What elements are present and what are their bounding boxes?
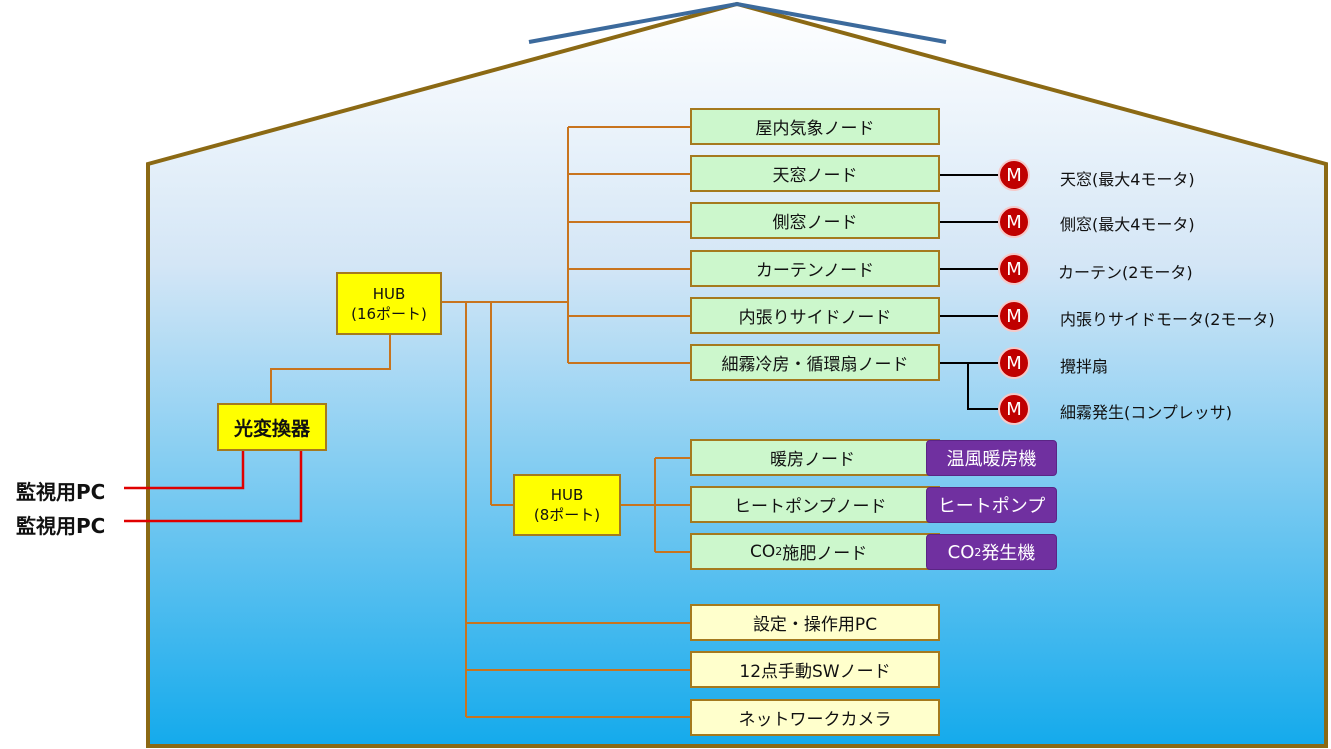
node-co2-pre: CO [750,541,776,562]
node-inner-side: 内張りサイドノード [690,297,940,334]
node-heat-pump: ヒートポンプノード [690,486,940,523]
node-indoor-weather: 屋内気象ノード [690,108,940,145]
monitor-lines [124,450,303,523]
hub-8-port: HUB (8ポート) [513,474,621,536]
hub16-line2: (16ポート) [351,304,427,323]
node-co2-post: 施肥ノード [782,544,868,564]
optical-converter: 光変換器 [217,403,327,451]
motor-label-skylight: 天窓(最大4モータ) [1060,170,1195,189]
node-co2-sub: 2 [775,545,783,558]
monitor-pc-1: 監視用PC [16,480,106,504]
motor-label-side-window: 側窓(最大4モータ) [1060,215,1195,234]
motor-icon-inner-side: M [998,300,1030,332]
node-skylight: 天窓ノード [690,155,940,192]
motor-icon-fan: M [998,347,1030,379]
node-network-camera: ネットワークカメラ [690,699,940,736]
motor-icon-skylight: M [998,159,1030,191]
motor-label-inner-side: 内張りサイドモータ(2モータ) [1060,310,1275,329]
motor-icon-mist: M [998,393,1030,425]
device-co2-sub: 2 [974,545,982,559]
motor-lines [938,174,998,410]
node-heating-label: 暖房ノード [770,450,855,470]
node-curtain: カーテンノード [690,250,940,287]
hub16-line1: HUB [372,284,406,303]
node-heating: 暖房ノード [690,439,940,476]
node-heat-pump-label: ヒートポンプノード [734,497,887,517]
network-lines [270,126,692,718]
device-co2-pre: CO [947,541,975,563]
hub8-line1: HUB [550,486,584,504]
node-side-window: 側窓ノード [690,202,940,239]
motor-label-curtain: カーテン(2モータ) [1058,263,1193,282]
hub-16-port: HUB (16ポート) [336,272,442,335]
motor-label-fan: 攪拌扇 [1060,357,1109,376]
device-heat-pump: ヒートポンプ [926,487,1057,523]
node-manual-switch: 12点手動SWノード [690,651,940,688]
node-mist-fan: 細霧冷房・循環扇ノード [690,344,940,381]
motor-icon-side-window: M [998,206,1030,238]
node-settings-pc: 設定・操作用PC [690,604,940,641]
hub8-line2: (8ポート) [533,506,601,524]
device-co2-post: 発生機 [981,543,1036,564]
motor-icon-curtain: M [998,253,1030,285]
monitor-pc-2: 監視用PC [16,514,106,538]
motor-label-mist: 細霧発生(コンプレッサ) [1060,403,1233,422]
device-warm-air-heater: 温風暖房機 [926,440,1057,476]
roof-vent [528,1,947,44]
